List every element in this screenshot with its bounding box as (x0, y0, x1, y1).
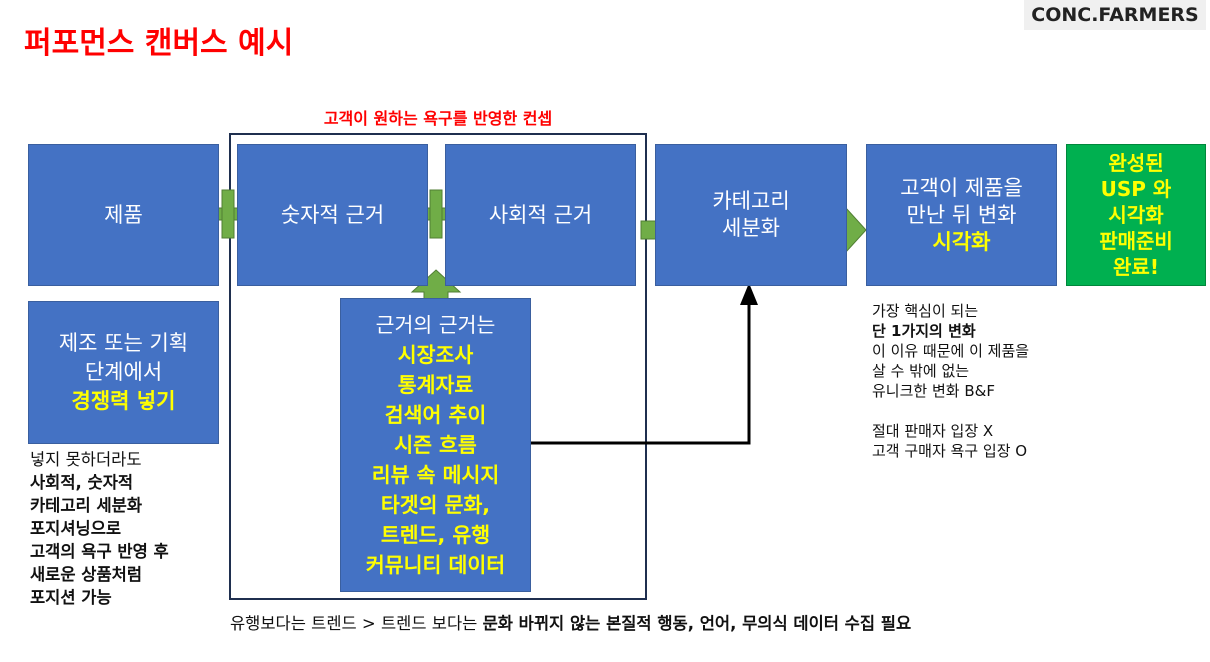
right-note: 가장 핵심이 되는 단 1가지의 변화 이 이유 때문에 이 제품을 살 수 밖… (872, 301, 1029, 461)
basis-item: 타겟의 문화, (380, 493, 491, 517)
change-line: 만난 뒤 변화 (906, 202, 1017, 227)
done-line: 완료! (1113, 255, 1159, 279)
stage-line: 제조 또는 기획 (58, 331, 189, 355)
numeric-basis-box: 숫자적 근거 (237, 144, 428, 286)
note-line: 이 이유 때문에 이 제품을 (872, 342, 1030, 360)
product-box: 제품 (28, 144, 219, 286)
note-line: 넣지 못하더라도 (30, 450, 142, 469)
left-note: 넣지 못하더라도 사회적, 숫자적 카테고리 세분화 포지셔닝으로 고객의 욕구… (30, 448, 169, 609)
basis-item: 시즌 흐름 (394, 433, 477, 457)
basis-box: 근거의 근거는 시장조사 통계자료 검색어 추이 시즌 흐름 리뷰 속 메시지 … (340, 298, 531, 592)
note-line: 포지션 가능 (30, 588, 112, 607)
note-line: 카테고리 세분화 (30, 496, 143, 515)
done-line: USP 와 (1100, 177, 1172, 201)
social-label: 사회적 근거 (488, 202, 593, 227)
note-line: 살 수 밖에 없는 (872, 362, 970, 380)
note-line: 고객의 욕구 반영 후 (30, 542, 169, 561)
note-line: 절대 판매자 입장 X (872, 422, 994, 440)
basis-heading: 근거의 근거는 (375, 313, 496, 337)
concept-label: 고객이 원하는 욕구를 반영한 컨셉 (323, 109, 553, 128)
logo: CONC.FARMERS (1024, 0, 1206, 30)
concept-outline (229, 133, 647, 600)
note-line: 새로운 상품처럼 (30, 565, 143, 584)
change-highlight: 시각화 (932, 229, 991, 254)
basis-item: 시장조사 (397, 343, 474, 367)
stage-line: 단계에서 (84, 360, 163, 384)
arrowhead-icon (740, 283, 758, 305)
note-line: 고객 구매자 욕구 입장 O (872, 442, 1028, 460)
note-line: 사회적, 숫자적 (30, 473, 134, 492)
product-label: 제품 (104, 202, 143, 227)
basis-item: 커뮤니티 데이터 (365, 553, 506, 577)
done-line: 완성된 (1108, 151, 1164, 175)
note-line: 단 1가지의 변화 (872, 322, 976, 340)
basis-item: 리뷰 속 메시지 (371, 463, 500, 487)
bottom-bold: 문화 바뀌지 않는 본질적 행동, 언어, 무의식 데이터 수집 필요 (482, 614, 912, 633)
page-title: 퍼포먼스 캔버스 예시 (24, 26, 294, 61)
arrow-line (531, 300, 751, 445)
category-line: 카테고리 (712, 189, 790, 213)
category-line: 세분화 (722, 216, 780, 240)
note-line: 포지셔닝으로 (30, 519, 122, 538)
bottom-normal: 유행보다는 트렌드 > 트렌드 보다는 (230, 614, 483, 633)
stage-highlight: 경쟁력 넣기 (71, 389, 176, 413)
basis-item: 통계자료 (397, 373, 474, 397)
basis-item: 검색어 추이 (384, 403, 487, 427)
basis-item: 트렌드, 유행 (380, 523, 491, 547)
numeric-label: 숫자적 근거 (280, 202, 385, 227)
social-basis-box: 사회적 근거 (445, 144, 636, 286)
note-line: 유니크한 변화 B&F (872, 382, 995, 400)
bottom-note: 유행보다는 트렌드 > 트렌드 보다는 문화 바뀌지 않는 본질적 행동, 언어… (230, 610, 911, 634)
change-line: 고객이 제품을 (900, 175, 1023, 200)
done-line: 시각화 (1108, 203, 1164, 227)
done-line: 판매준비 (1099, 229, 1173, 253)
note-line: 가장 핵심이 되는 (872, 302, 979, 320)
